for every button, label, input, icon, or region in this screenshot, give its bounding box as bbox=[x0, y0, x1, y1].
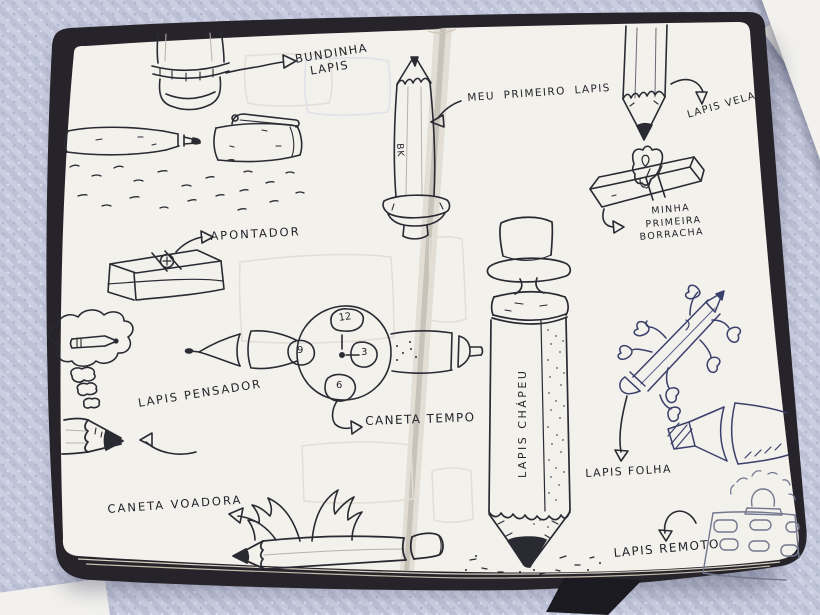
first-pencil-sketch bbox=[382, 56, 451, 240]
watch-pen-sketch bbox=[184, 305, 484, 402]
marker-sketch bbox=[667, 402, 789, 465]
sharpener-sketch bbox=[107, 249, 225, 301]
bundinha-pencil-sketch bbox=[151, 29, 230, 111]
ink-dashes bbox=[69, 159, 305, 211]
thinker-pencil-sketch bbox=[61, 417, 124, 455]
vela-arrow bbox=[670, 78, 708, 105]
pen-cap-sketch bbox=[213, 113, 303, 163]
voadora-arrow bbox=[228, 507, 277, 541]
top-hat-pencil-sketch bbox=[465, 216, 601, 575]
remoto-arrow bbox=[658, 510, 697, 542]
elastic-band bbox=[546, 576, 642, 615]
candle-pencil-sketch bbox=[622, 24, 668, 189]
winged-pencil-sketch bbox=[232, 489, 444, 570]
caneta-tempo-arrow bbox=[331, 400, 363, 435]
pencil-shavings-dots bbox=[465, 555, 601, 575]
eraser-sketch bbox=[589, 156, 705, 208]
apontador-arrow bbox=[175, 230, 214, 253]
meu-primeiro-arrow bbox=[430, 100, 462, 128]
thought-cloud-sketch bbox=[48, 309, 134, 409]
bundinha-arrow bbox=[225, 54, 297, 74]
remote-control-sketch bbox=[702, 470, 800, 581]
folha-arrow bbox=[614, 395, 629, 462]
ghost-impressions bbox=[238, 53, 474, 523]
page-stack-edges bbox=[77, 558, 781, 579]
leaf-pencil-sketch bbox=[617, 284, 742, 423]
uncapped-pen-sketch bbox=[64, 126, 201, 156]
borracha-arrow bbox=[602, 208, 625, 234]
signal-waves bbox=[729, 470, 796, 501]
pensador-arrow bbox=[139, 432, 197, 455]
gutter-shadow bbox=[400, 27, 452, 572]
